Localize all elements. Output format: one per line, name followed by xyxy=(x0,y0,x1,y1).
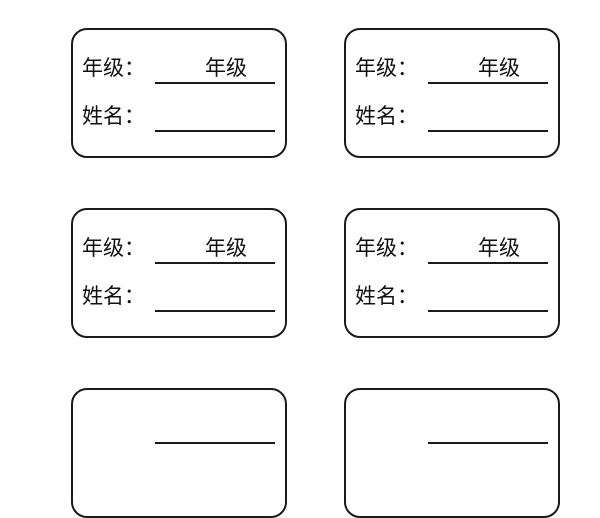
grade-row: 年级： 年级 xyxy=(82,234,275,264)
name-label: 姓名： xyxy=(82,284,145,308)
grade-field[interactable] xyxy=(155,416,275,444)
name-label-card: 年级： 年级 姓名： xyxy=(344,208,560,338)
grade-label: 年级： xyxy=(355,236,418,260)
name-field[interactable] xyxy=(155,284,275,312)
grade-row xyxy=(355,414,548,444)
name-label: 姓名： xyxy=(355,284,418,308)
name-field[interactable] xyxy=(155,104,275,132)
name-label: 姓名： xyxy=(355,104,418,128)
grade-label: 年级： xyxy=(82,236,145,260)
name-row: 姓名： xyxy=(82,282,275,312)
grade-row: 年级： 年级 xyxy=(355,54,548,84)
grade-field[interactable]: 年级 xyxy=(428,236,548,264)
grade-field[interactable] xyxy=(428,416,548,444)
grade-label: 年级： xyxy=(82,56,145,80)
grade-field[interactable]: 年级 xyxy=(428,56,548,84)
name-field[interactable] xyxy=(428,104,548,132)
name-label: 姓名： xyxy=(82,104,145,128)
name-label-card xyxy=(344,388,560,518)
name-label-card: 年级： 年级 姓名： xyxy=(344,28,560,158)
grade-field[interactable]: 年级 xyxy=(155,56,275,84)
grade-field[interactable]: 年级 xyxy=(155,236,275,264)
grade-row: 年级： 年级 xyxy=(355,234,548,264)
name-row: 姓名： xyxy=(355,282,548,312)
label-sheet: 年级： 年级 姓名： 年级： 年级 姓名： 年级： 年级 姓名： 年级 xyxy=(71,28,560,518)
name-field[interactable] xyxy=(428,284,548,312)
name-row: 姓名： xyxy=(355,102,548,132)
grade-row xyxy=(82,414,275,444)
grade-label: 年级： xyxy=(355,56,418,80)
name-label-card xyxy=(71,388,287,518)
grade-row: 年级： 年级 xyxy=(82,54,275,84)
name-label-card: 年级： 年级 姓名： xyxy=(71,28,287,158)
name-row: 姓名： xyxy=(82,102,275,132)
name-label-card: 年级： 年级 姓名： xyxy=(71,208,287,338)
